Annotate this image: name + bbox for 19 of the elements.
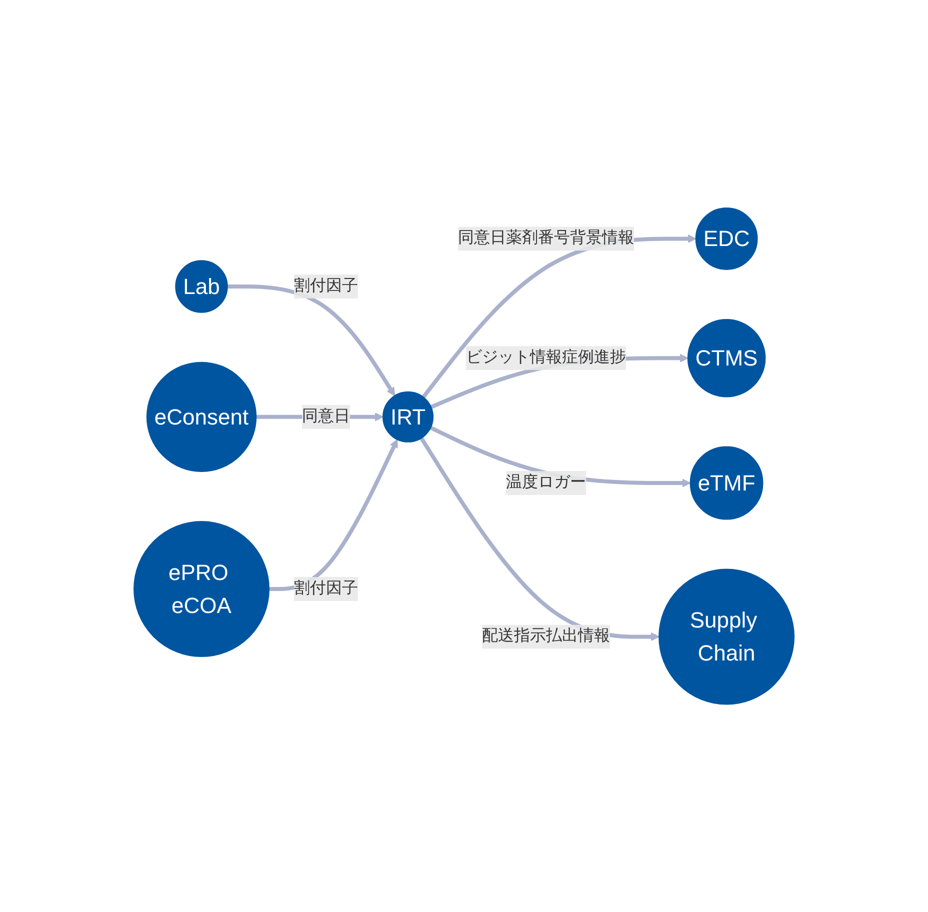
- arrow: [422, 234, 696, 398]
- node-circle: eConsent: [146, 362, 257, 472]
- node-circle: EDC: [695, 207, 758, 270]
- node-circle: Lab: [175, 260, 228, 313]
- arrow: [420, 436, 660, 641]
- edge-label: 割付因子: [294, 277, 358, 294]
- node-circle: Supply Chain: [658, 568, 795, 705]
- edge-label: 配送指示払出情報: [482, 628, 610, 645]
- edge-label: 割付因子: [294, 580, 358, 597]
- edge-label: 同意日: [302, 408, 350, 425]
- node-circle: ePRO eCOA: [133, 520, 270, 657]
- node-circle: CTMS: [687, 318, 766, 398]
- node-circle: IRT: [382, 391, 434, 442]
- edge-label: ビジット情報症例進捗: [466, 348, 626, 366]
- edge-label: 同意日薬剤番号背景情報: [458, 230, 634, 247]
- arrow: [227, 284, 396, 396]
- edge-label: 温度ロガー: [506, 474, 586, 491]
- node-circle: eTMF: [690, 446, 764, 520]
- arrow: [268, 438, 398, 591]
